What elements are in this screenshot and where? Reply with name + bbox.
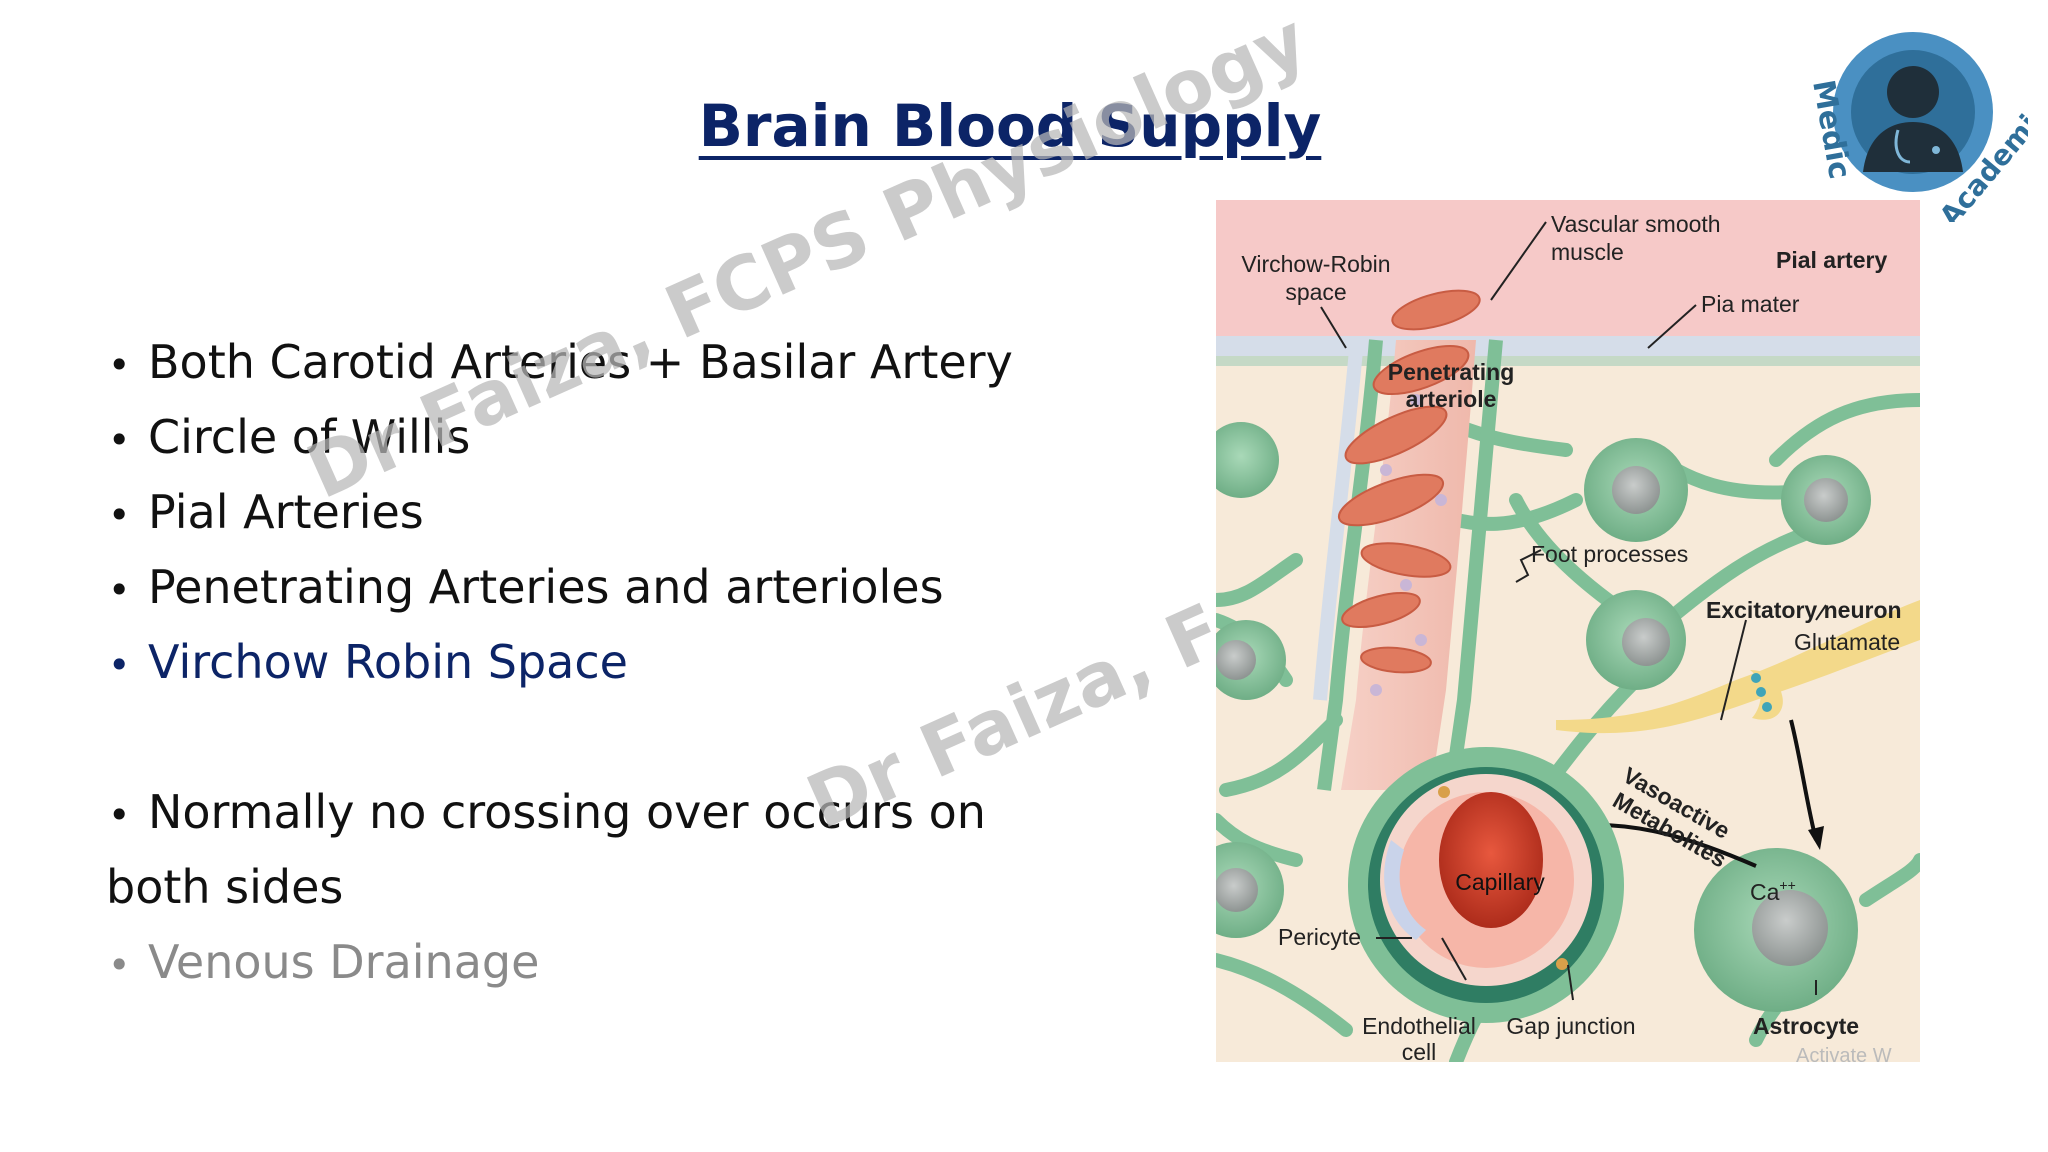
bullet-dot: • — [108, 493, 131, 537]
label-endothelial-cell-2: cell — [1402, 1039, 1437, 1062]
neurovascular-unit-diagram: Virchow-Robin space Vascular smooth musc… — [1216, 200, 1920, 1062]
label-vascular-smooth-muscle: Vascular smooth — [1551, 211, 1721, 237]
bullet-text: Both Carotid Arteries + Basilar Artery — [148, 335, 1013, 389]
list-item: • Both Carotid Arteries + Basilar Artery — [108, 332, 1013, 407]
label-ca: Ca++ — [1750, 877, 1796, 905]
label-gap-junction: Gap junction — [1506, 1013, 1635, 1039]
bullet-text: Circle of Willis — [148, 410, 471, 464]
label-pial-artery: Pial artery — [1776, 247, 1887, 273]
bullet-dot: • — [108, 568, 131, 612]
bullet-dot: • — [108, 793, 131, 837]
slide-title: Brain Blood Supply — [698, 92, 1322, 160]
bullet-text: Penetrating Arteries and arterioles — [148, 560, 944, 614]
label-pia-mater: Pia mater — [1701, 291, 1800, 317]
bullet-dot: • — [108, 943, 131, 987]
bullet-dot: • — [108, 643, 131, 687]
bullet-text: Venous Drainage — [148, 935, 540, 989]
label-excitatory-neuron: Excitatory neuron — [1706, 597, 1902, 623]
list-item: • Penetrating Arteries and arterioles — [108, 557, 1013, 632]
label-astrocyte: Astrocyte — [1753, 1013, 1859, 1039]
list-item: • Virchow Robin Space — [108, 632, 1013, 707]
bullet-text: Normally no crossing over occurs on — [148, 785, 986, 839]
label-capillary: Capillary — [1455, 869, 1545, 895]
list-item: • Pial Arteries — [108, 482, 1013, 557]
label-endothelial-cell: Endothelial — [1362, 1013, 1476, 1039]
label-pericyte: Pericyte — [1278, 924, 1361, 950]
label-foot-processes: Foot processes — [1531, 541, 1688, 567]
label-penetrating-arteriole: Penetrating — [1388, 359, 1515, 385]
label-vascular-smooth-muscle-2: muscle — [1551, 239, 1624, 265]
medico-academics-logo: Medic Academics — [1805, 32, 2028, 222]
bullet-dot: • — [108, 418, 131, 462]
doctor-avatar-icon — [1863, 66, 1963, 172]
bullet-text: Virchow Robin Space — [148, 635, 628, 689]
list-item: • Circle of Willis — [108, 407, 1013, 482]
label-virchow-robin: Virchow-Robin — [1241, 251, 1390, 277]
label-penetrating-arteriole-2: arteriole — [1406, 386, 1497, 412]
label-virchow-robin-2: space — [1285, 279, 1346, 305]
list-item: • Normally no crossing over occurs on — [108, 782, 1013, 857]
activate-windows-text: Activate W — [1796, 1045, 1892, 1062]
list-item: • Venous Drainage — [108, 932, 1013, 1007]
list-item-continuation: both sides — [106, 860, 344, 914]
label-glutamate: Glutamate — [1794, 629, 1900, 655]
bullet-list: •Both Carotid Arteries + Basilar Artery … — [106, 332, 1013, 1007]
bullet-dot: • — [108, 343, 131, 387]
bullet-text: Pial Arteries — [148, 485, 424, 539]
